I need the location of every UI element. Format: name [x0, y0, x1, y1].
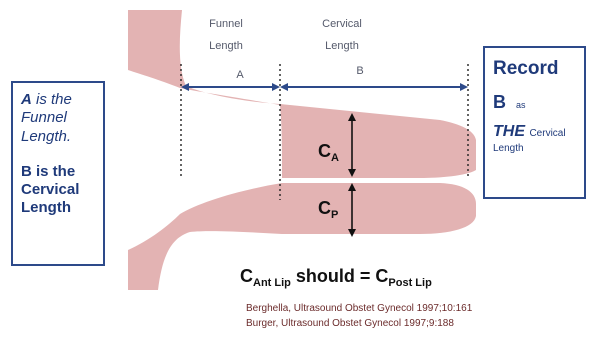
- funnel-length-label-1: Funnel: [209, 18, 243, 30]
- left-line-4: B is the: [21, 163, 95, 181]
- cervical-length-label-2: Length: [325, 40, 359, 52]
- funnel-length-label-2: Length: [209, 40, 243, 52]
- left-line-3: Length.: [21, 128, 95, 146]
- record-title: Record: [493, 58, 576, 80]
- record-the-line: THE Cervical: [493, 113, 576, 141]
- segment-b-label: B: [356, 65, 363, 77]
- record-length-line: Length: [493, 143, 576, 154]
- references: Berghella, Ultrasound Obstet Gynecol 199…: [246, 301, 472, 331]
- left-explanation-box: A is the Funnel Length. B is the Cervica…: [11, 81, 105, 266]
- left-line-1: A is the: [21, 91, 95, 109]
- reference-1: Berghella, Ultrasound Obstet Gynecol 199…: [246, 301, 472, 316]
- left-line-2: Funnel: [21, 109, 95, 127]
- anterior-lip-shape: [128, 10, 476, 178]
- left-line-6: Length: [21, 199, 95, 217]
- cervical-length-arrow: [280, 83, 468, 91]
- segment-a-label: A: [236, 69, 244, 81]
- cervical-length-label-1: Cervical: [322, 18, 362, 30]
- left-line-5: Cervical: [21, 181, 95, 199]
- equation: CAnt Lip should = CPost Lip: [240, 266, 432, 287]
- reference-2: Burger, Ultrasound Obstet Gynecol 1997;9…: [246, 316, 472, 331]
